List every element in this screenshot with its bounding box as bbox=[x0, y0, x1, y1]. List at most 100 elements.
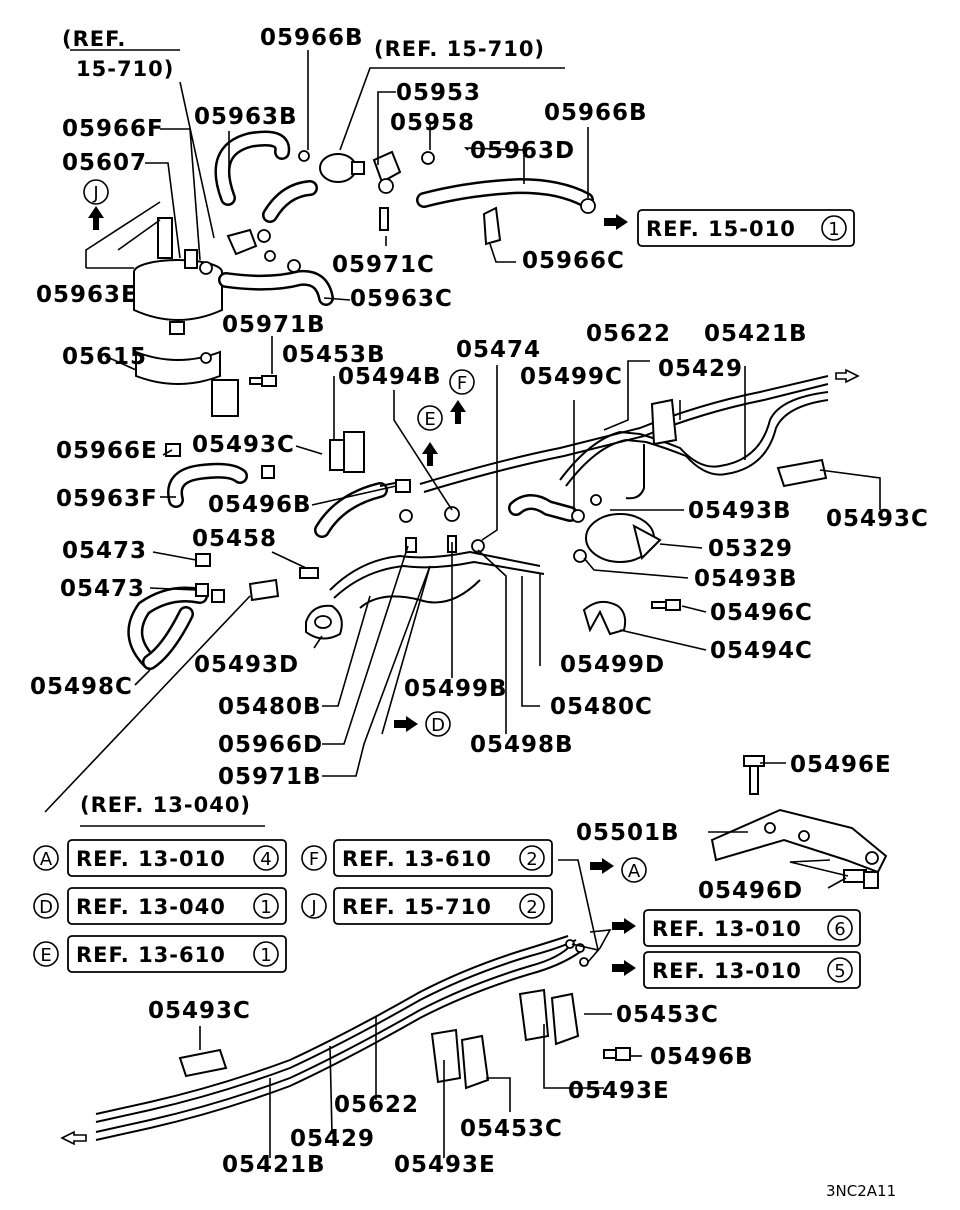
svg-text:REF. 13-010: REF. 13-010 bbox=[652, 959, 802, 983]
ref-box-F: F REF. 13-610 2 bbox=[301, 839, 553, 877]
label-05494B: 05494B bbox=[338, 364, 442, 390]
label-05615: 05615 bbox=[62, 344, 147, 370]
label-05474: 05474 bbox=[456, 337, 541, 363]
label-05607: 05607 bbox=[62, 150, 147, 176]
arrow-right-icon-A bbox=[590, 858, 614, 874]
label-05493B: 05493B bbox=[688, 498, 792, 524]
part-labels: 05966B (REF. 15-710) (REF. 15-710) 05953… bbox=[30, 25, 929, 1178]
lower-main-lines bbox=[95, 935, 589, 1141]
label-05498C: 05498C bbox=[30, 674, 133, 700]
svg-text:2: 2 bbox=[526, 897, 537, 918]
arrow-up-icon-J bbox=[88, 206, 104, 230]
svg-text:REF. 13-010: REF. 13-010 bbox=[652, 917, 802, 941]
svg-text:REF. 13-610: REF. 13-610 bbox=[342, 847, 492, 871]
hose-05963F bbox=[165, 443, 275, 508]
label-05493D: 05493D bbox=[194, 652, 299, 678]
bracket-05501B bbox=[710, 808, 888, 874]
clamp-05453C-lower-a bbox=[518, 988, 631, 1061]
ref-top-left-line1: (REF. bbox=[62, 27, 126, 51]
label-05966B: 05966B bbox=[260, 25, 364, 51]
label-05429: 05429 bbox=[658, 356, 743, 382]
label-05971B: 05971B bbox=[222, 312, 326, 338]
label-05496D: 05496D bbox=[698, 878, 803, 904]
connector-05966F bbox=[226, 228, 276, 262]
label-05966F: 05966F bbox=[62, 116, 164, 142]
svg-text:REF. 15-710: REF. 15-710 bbox=[342, 895, 492, 919]
label-05480B: 05480B bbox=[218, 694, 322, 720]
hose-05963B bbox=[214, 130, 318, 223]
label-05493E: 05493E bbox=[568, 1078, 670, 1104]
bolt-05496E bbox=[743, 755, 765, 795]
label-05496C: 05496C bbox=[710, 600, 813, 626]
label-05963C: 05963C bbox=[350, 286, 453, 312]
mid-fuel-lines bbox=[314, 479, 545, 609]
svg-text:1: 1 bbox=[828, 219, 839, 240]
grommet-05493D bbox=[305, 604, 343, 640]
arrow-right-icon-15010 bbox=[604, 214, 628, 230]
label-05473: 05473 bbox=[60, 576, 145, 602]
label-05480C: 05480C bbox=[550, 694, 653, 720]
svg-text:1: 1 bbox=[260, 945, 271, 966]
pressure-regulator bbox=[573, 494, 662, 563]
svg-text:2: 2 bbox=[526, 849, 537, 870]
direction-arrow-left-icon bbox=[60, 1130, 87, 1146]
label-05494C: 05494C bbox=[710, 638, 813, 664]
ref-13-040: (REF. 13-040) bbox=[80, 793, 251, 817]
svg-text:6: 6 bbox=[834, 919, 845, 940]
svg-text:D: D bbox=[431, 715, 445, 736]
marker-D: D bbox=[425, 711, 451, 737]
hose-05499C bbox=[508, 494, 585, 523]
label-05501B: 05501B bbox=[576, 820, 680, 846]
hose-05498C bbox=[127, 553, 319, 670]
marker-F: F bbox=[449, 369, 475, 395]
label-05493C: 05493C bbox=[192, 432, 295, 458]
clamp-05493C-lower bbox=[178, 1048, 228, 1078]
label-05453C: 05453C bbox=[616, 1002, 719, 1028]
ref-box-D: D REF. 13-040 1 bbox=[33, 887, 287, 925]
svg-text:1: 1 bbox=[260, 897, 271, 918]
svg-text:A: A bbox=[40, 849, 53, 870]
label-05429: 05429 bbox=[290, 1126, 375, 1152]
fuel-canister bbox=[133, 217, 223, 335]
svg-text:F: F bbox=[457, 373, 467, 394]
label-05971C: 05971C bbox=[332, 252, 435, 278]
svg-text:J: J bbox=[92, 183, 98, 204]
valve-05953 bbox=[372, 150, 435, 231]
ref-box-13-010-6: REF. 13-010 6 bbox=[643, 909, 861, 947]
clamp-05453C-lower-b bbox=[430, 1028, 490, 1090]
svg-text:D: D bbox=[39, 897, 53, 918]
label-05496B: 05496B bbox=[208, 492, 312, 518]
svg-text:4: 4 bbox=[260, 849, 271, 870]
svg-text:REF. 13-610: REF. 13-610 bbox=[76, 943, 226, 967]
label-05493B: 05493B bbox=[694, 566, 798, 592]
arrow-right-icon-D bbox=[394, 716, 418, 732]
label-05966E: 05966E bbox=[56, 438, 158, 464]
arrow-right-icon-6 bbox=[612, 918, 636, 934]
svg-text:E: E bbox=[424, 409, 435, 430]
label-05493C: 05493C bbox=[148, 998, 251, 1024]
label-05966C: 05966C bbox=[522, 248, 625, 274]
label-05498B: 05498B bbox=[470, 732, 574, 758]
figure-code: 3NC2A11 bbox=[826, 1182, 896, 1200]
label-05453C: 05453C bbox=[460, 1116, 563, 1142]
clamp-05453B bbox=[329, 431, 365, 473]
leader-lines bbox=[44, 49, 881, 1158]
svg-text:E: E bbox=[40, 945, 51, 966]
arrow-right-icon-5 bbox=[612, 960, 636, 976]
marker-E: E bbox=[417, 405, 443, 431]
purge-valve bbox=[298, 150, 365, 183]
ref-box-15-010: REF. 15-010 1 bbox=[637, 209, 855, 247]
label-05421B: 05421B bbox=[704, 321, 808, 347]
label-05953: 05953 bbox=[396, 80, 481, 106]
bolt-05971B bbox=[249, 375, 277, 387]
label-05493C: 05493C bbox=[826, 506, 929, 532]
label-05963E: 05963E bbox=[36, 282, 138, 308]
label-05453B: 05453B bbox=[282, 342, 386, 368]
label-05971B: 05971B bbox=[218, 764, 322, 790]
label-05966B: 05966B bbox=[544, 100, 648, 126]
arrow-up-icon-F bbox=[450, 400, 466, 424]
arrow-up-icon-E bbox=[422, 442, 438, 466]
label-05421B: 05421B bbox=[222, 1152, 326, 1178]
label-05496B: 05496B bbox=[650, 1044, 754, 1070]
svg-text:5: 5 bbox=[834, 961, 845, 982]
